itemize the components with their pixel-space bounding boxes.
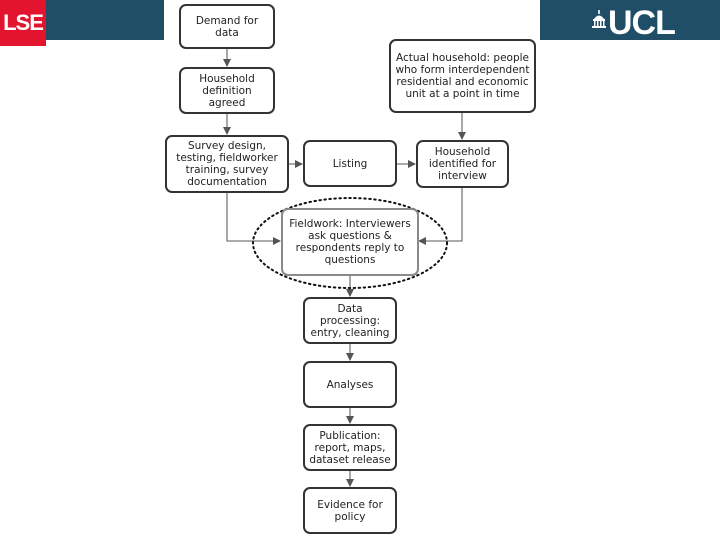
node-actual-household: Actual household: people who form interd…: [389, 39, 536, 113]
node-demand-label: Demand for data: [195, 14, 259, 39]
node-fieldwork-label: Fieldwork: Interviewers ask questions & …: [289, 218, 411, 266]
node-listing: Listing: [303, 140, 397, 187]
node-evidence: Evidence for policy: [303, 487, 397, 534]
arrow-identified-to-fieldwork: [418, 188, 463, 245]
node-household-definition-label: Household definition agreed: [199, 72, 255, 109]
header-bar-right: [540, 0, 720, 40]
node-actual-household-label: Actual household: people who form interd…: [395, 52, 530, 100]
fieldwork-highlight-ellipse: [252, 197, 448, 289]
node-fieldwork: Fieldwork: Interviewers ask questions & …: [281, 208, 419, 276]
lse-logo: LSE: [0, 0, 46, 46]
node-analyses-label: Analyses: [326, 378, 374, 391]
node-household-identified-label: Household identified for interview: [428, 146, 497, 182]
arrow-survey-to-fieldwork: [226, 193, 281, 245]
node-demand: Demand for data: [179, 4, 275, 49]
node-publication-label: Publication: report, maps, dataset relea…: [309, 429, 391, 466]
node-household-identified: Household identified for interview: [416, 140, 509, 188]
node-evidence-label: Evidence for policy: [317, 498, 383, 523]
node-survey-design-label: Survey design, testing, fieldworker trai…: [176, 140, 278, 188]
node-survey-design: Survey design, testing, fieldworker trai…: [165, 135, 289, 193]
node-listing-label: Listing: [332, 157, 368, 170]
ucl-dome-icon: [592, 10, 606, 28]
node-analyses: Analyses: [303, 361, 397, 408]
node-household-definition: Household definition agreed: [179, 67, 275, 114]
node-data-processing-label: Data processing: entry, cleaning: [310, 302, 390, 339]
ucl-logo: UCL: [608, 4, 676, 42]
node-publication: Publication: report, maps, dataset relea…: [303, 424, 397, 471]
node-data-processing: Data processing: entry, cleaning: [303, 297, 397, 344]
